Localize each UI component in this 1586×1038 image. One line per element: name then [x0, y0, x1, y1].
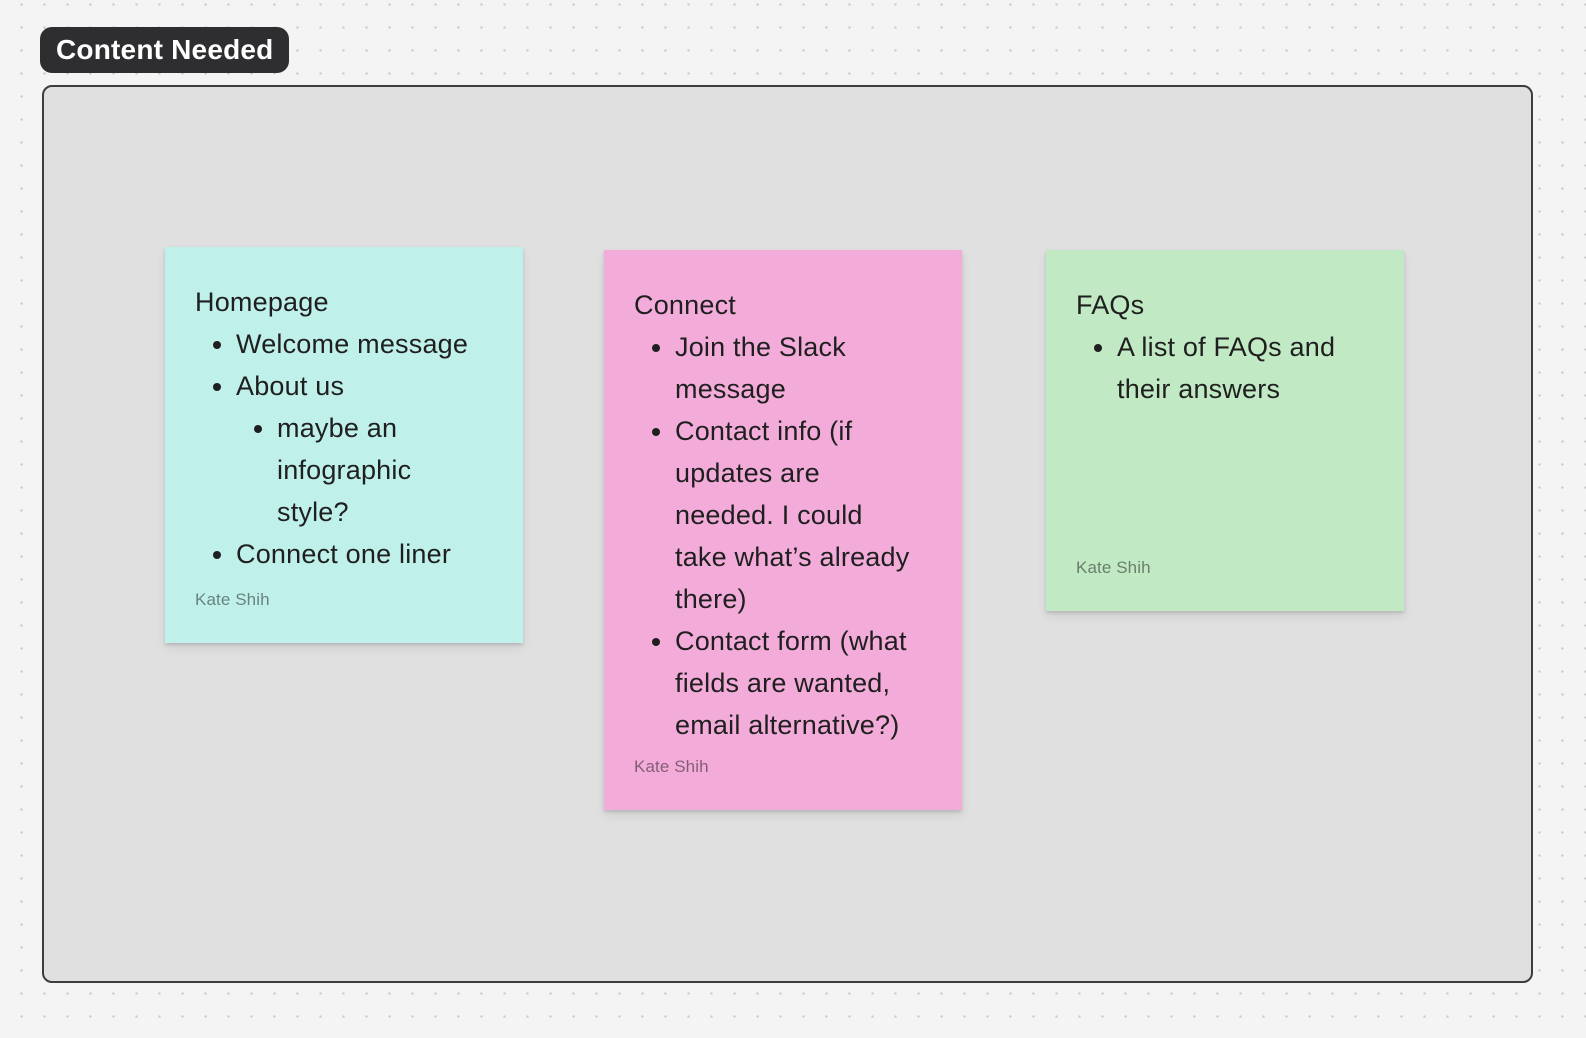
note-bullet-list: Welcome message About us maybe an infogr… — [195, 323, 472, 575]
bullet-text: A list of FAQs and their answers — [1117, 332, 1336, 404]
bullet-text: Contact form (what fields are wanted, em… — [675, 626, 907, 740]
note-author: Kate Shih — [1076, 558, 1151, 577]
bullet-item: Contact form (what fields are wanted, em… — [675, 620, 911, 746]
bullet-item: Join the Slack message — [675, 326, 911, 410]
note-title: Homepage — [195, 287, 329, 317]
bullet-text: Contact info (if updates are needed. I c… — [675, 416, 910, 614]
bullet-item: A list of FAQs and their answers — [1117, 326, 1353, 410]
note-bullet-list: Join the Slack message Contact info (if … — [634, 326, 911, 746]
note-sub-bullet-list: maybe an infographic style? — [236, 407, 472, 533]
frame-label[interactable]: Content Needed — [40, 27, 290, 73]
bullet-text: Connect one liner — [236, 539, 452, 569]
sticky-note-connect[interactable]: Connect Join the Slack message Contact i… — [604, 250, 962, 810]
sticky-note-faqs[interactable]: FAQs A list of FAQs and their answers Ka… — [1046, 250, 1404, 611]
note-author: Kate Shih — [634, 757, 709, 776]
bullet-item: About us maybe an infographic style? — [236, 365, 472, 533]
bullet-item: Welcome message — [236, 323, 472, 365]
sticky-note-homepage[interactable]: Homepage Welcome message About us maybe … — [165, 247, 523, 643]
note-author: Kate Shih — [195, 590, 270, 609]
bullet-text: Welcome message — [236, 329, 469, 359]
bullet-text: maybe an infographic style? — [277, 413, 412, 527]
bullet-text: About us — [236, 371, 345, 401]
bullet-item-sub: maybe an infographic style? — [277, 407, 472, 533]
note-title: FAQs — [1076, 290, 1145, 320]
bullet-item: Connect one liner — [236, 533, 472, 575]
note-title: Connect — [634, 290, 736, 320]
bullet-item: Contact info (if updates are needed. I c… — [675, 410, 911, 620]
note-bullet-list: A list of FAQs and their answers — [1076, 326, 1353, 410]
bullet-text: Join the Slack message — [675, 332, 846, 404]
